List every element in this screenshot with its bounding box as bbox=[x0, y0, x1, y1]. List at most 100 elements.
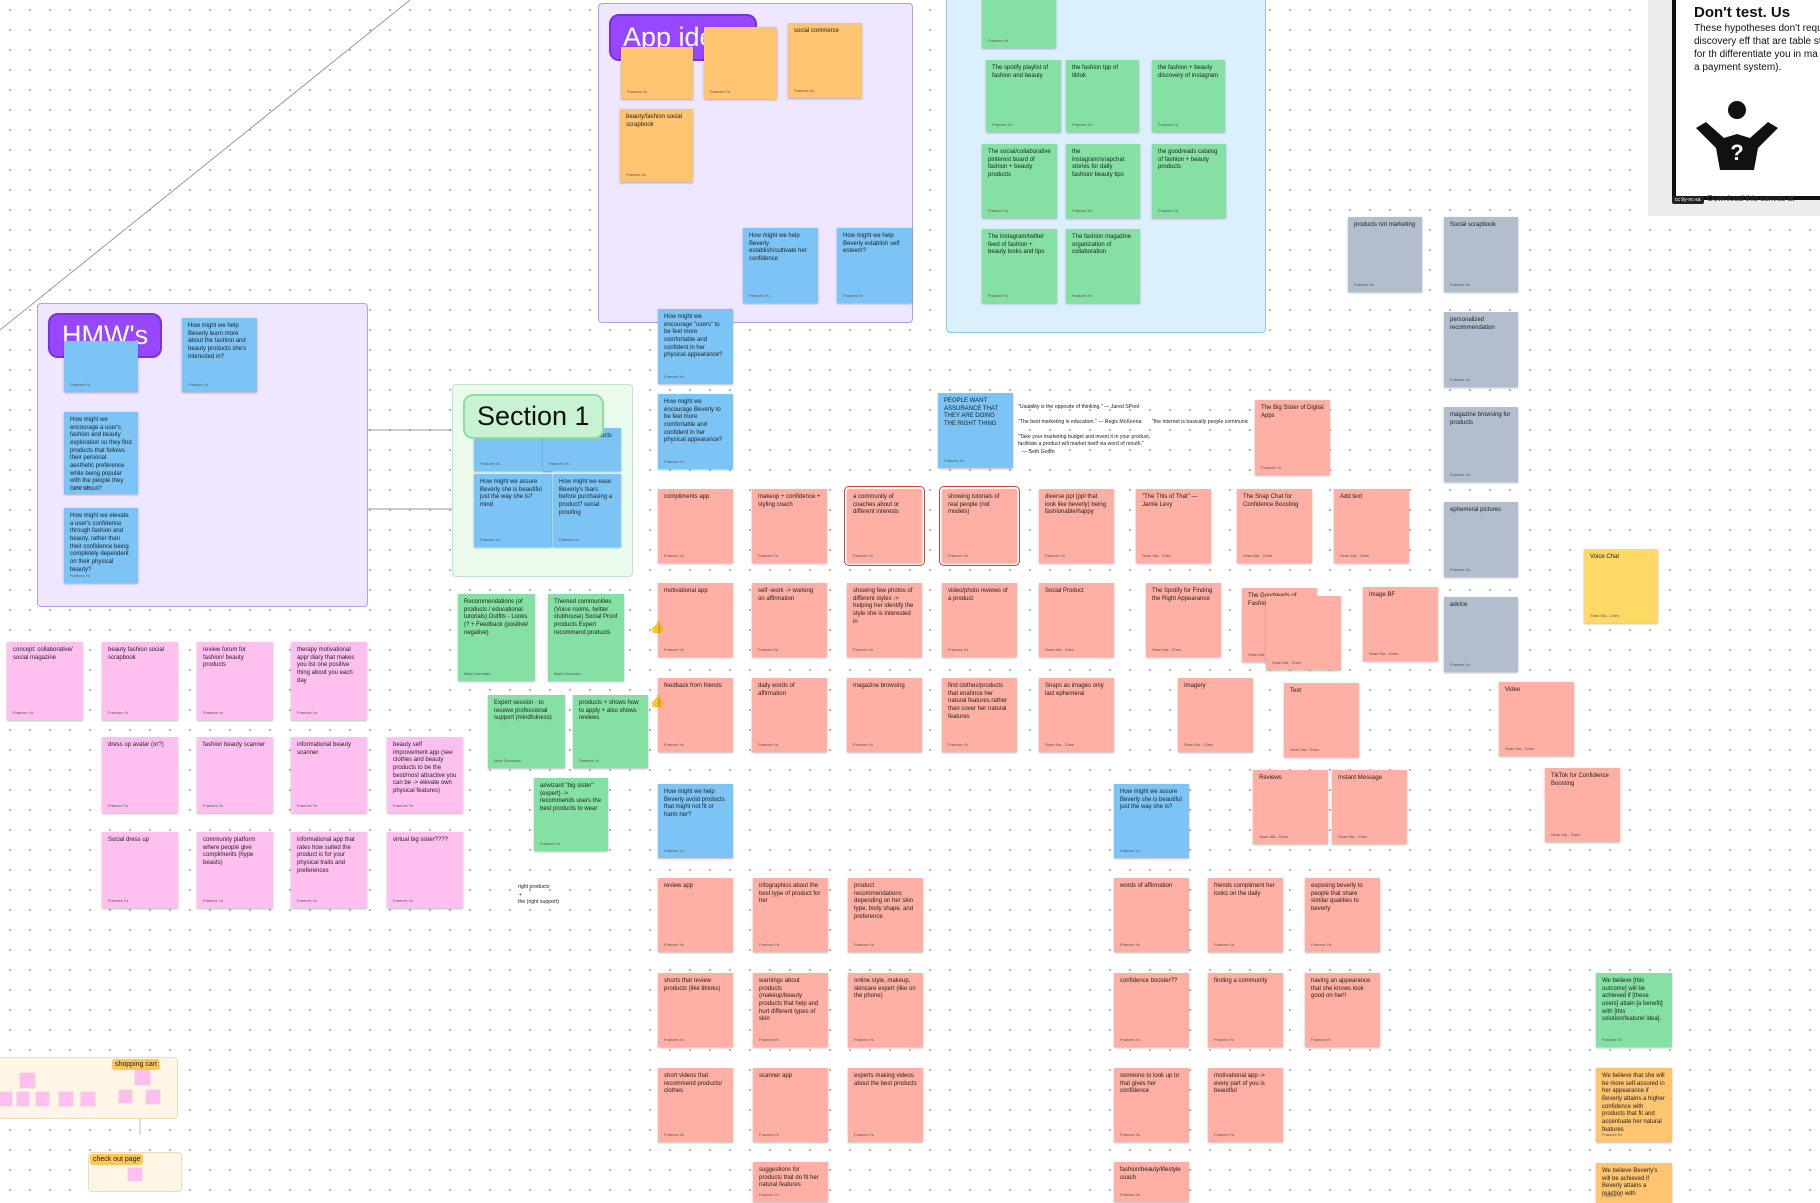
sticky-note[interactable]: Recommendations (of products / education… bbox=[458, 594, 535, 681]
hypothesis-card[interactable]: Don't test. Us These hypotheses don't re… bbox=[1648, 0, 1820, 216]
sticky-note[interactable]: Themed communities (Voice rooms, twitter… bbox=[548, 594, 624, 681]
sticky-note[interactable]: Sean Ma - Chen bbox=[1266, 596, 1341, 670]
sticky-note[interactable]: warnings about products (makeup/beauty p… bbox=[753, 973, 828, 1047]
sticky-note[interactable]: PEOPLE WANT ASSURANCE THAT THEY ARE DOIN… bbox=[938, 393, 1013, 468]
sticky-note[interactable]: showing tutorials of real people (not mo… bbox=[939, 486, 1020, 566]
sticky-note[interactable]: therapy motivational app/ diary that mak… bbox=[291, 642, 367, 720]
flow-label-shopping-cart[interactable]: shopping cart bbox=[112, 1059, 161, 1070]
sticky-note[interactable]: We believe Beverly's will be achieved if… bbox=[1596, 1163, 1672, 1203]
sticky-note[interactable]: suggestions for products that do fit her… bbox=[753, 1162, 828, 1202]
sticky-note[interactable]: showing few photos of different styles -… bbox=[847, 583, 922, 657]
sticky-note[interactable]: experts making videos about the best pro… bbox=[848, 1068, 923, 1142]
sticky-note[interactable]: How might we ease Beverly's fears before… bbox=[553, 474, 621, 547]
sticky-note[interactable]: the fashion + beauty discovery of instag… bbox=[1152, 60, 1225, 132]
mini-sticky[interactable] bbox=[135, 1070, 150, 1085]
sticky-note[interactable]: virtual big sister????Frances Yu bbox=[387, 832, 463, 908]
sticky-note[interactable]: How might we assure Beverly she is beaut… bbox=[1114, 784, 1189, 858]
sticky-note[interactable]: community platform where people give com… bbox=[197, 832, 273, 908]
sticky-note[interactable]: products + shows how to apply + also sho… bbox=[573, 695, 648, 768]
sticky-note[interactable]: ai/wizard "big sister" (expert) -> recom… bbox=[534, 778, 608, 851]
sticky-note[interactable]: The Spotify for Finding the Right Appear… bbox=[1146, 583, 1221, 657]
sticky-note[interactable]: review forum for fashion/ beauty product… bbox=[197, 642, 273, 720]
sticky-note[interactable]: confidence booster??Frances Yu bbox=[1114, 973, 1189, 1047]
sticky-note[interactable]: How might we encourage Beverly to be fee… bbox=[658, 394, 733, 469]
sticky-note[interactable]: The social/collaborative pinterest board… bbox=[982, 144, 1057, 218]
sticky-note[interactable]: the instagram/snapchat stories for daily… bbox=[1066, 144, 1140, 218]
download-text[interactable]: Download this canvas at bbox=[1707, 194, 1795, 203]
sticky-note[interactable]: exposing beverly to people that share si… bbox=[1305, 878, 1380, 952]
sticky-note[interactable]: someone to look up to that gives her con… bbox=[1114, 1068, 1189, 1142]
sticky-note[interactable]: The spotify playlist of fashion and beau… bbox=[986, 60, 1061, 132]
sticky-note[interactable]: How might we help Beverly avoid products… bbox=[658, 784, 733, 858]
sticky-note[interactable]: We believe [this outcome] will be achiev… bbox=[1596, 973, 1672, 1047]
mini-sticky[interactable] bbox=[59, 1092, 73, 1106]
sticky-note[interactable]: How might we assure Beverly she is beaut… bbox=[474, 474, 552, 547]
sticky-note[interactable]: beauty self improvement app (see clothes… bbox=[387, 737, 463, 813]
sticky-note[interactable]: diverse ppl (ppl that look like beverly)… bbox=[1039, 489, 1114, 563]
mini-sticky[interactable] bbox=[81, 1092, 95, 1106]
section-label[interactable]: Section 1 bbox=[463, 394, 604, 439]
sticky-note[interactable]: How might we encourage a user's fashion … bbox=[64, 412, 138, 494]
sticky-note[interactable]: How might we elevate a user's confidence… bbox=[64, 508, 138, 583]
sticky-note[interactable]: having an appearance that she knows look… bbox=[1305, 973, 1380, 1047]
sticky-note[interactable]: infographics about the best type of prod… bbox=[753, 878, 828, 952]
sticky-note[interactable]: Frances Yu bbox=[64, 341, 138, 392]
sticky-note[interactable]: product recommendations depending on her… bbox=[848, 878, 923, 952]
mini-sticky[interactable] bbox=[36, 1092, 49, 1106]
sticky-note[interactable]: motivational app -> every part of you is… bbox=[1208, 1068, 1283, 1142]
mini-sticky[interactable] bbox=[146, 1090, 160, 1104]
sticky-note[interactable]: shorts that review products (like tiktok… bbox=[658, 973, 733, 1047]
sticky-note[interactable]: a community of coaches about or differen… bbox=[844, 486, 925, 566]
sticky-note[interactable]: friends compliment her looks on the dail… bbox=[1208, 878, 1283, 952]
sticky-note[interactable]: dress up avatar (or?)Frances Yu bbox=[102, 737, 178, 813]
sticky-note[interactable]: the goodreads catalog of fashion + beaut… bbox=[1152, 144, 1226, 218]
sticky-note[interactable]: find clothes/products that enahnce her n… bbox=[942, 678, 1017, 752]
mini-sticky[interactable] bbox=[119, 1090, 132, 1103]
sticky-note[interactable]: Frances Yu bbox=[621, 47, 693, 99]
sticky-note[interactable]: How might we help Beverly establish self… bbox=[837, 228, 912, 303]
sticky-note[interactable]: informational app that rates how suited … bbox=[291, 832, 367, 908]
flow-label-check-out[interactable]: check out page bbox=[90, 1154, 144, 1165]
sticky-note[interactable]: The instagram/twitter feed of fashion + … bbox=[982, 229, 1057, 303]
sticky-note[interactable]: How might we encourage "users" to be fee… bbox=[658, 309, 733, 384]
mini-sticky[interactable] bbox=[128, 1168, 142, 1181]
mini-sticky[interactable] bbox=[17, 1092, 29, 1106]
sticky-note[interactable]: Frances Yu bbox=[982, 0, 1056, 48]
sticky-note[interactable]: The fashion magazine organization of col… bbox=[1066, 229, 1140, 303]
sticky-note[interactable]: online style, makeup, skincare expert (l… bbox=[848, 973, 923, 1047]
